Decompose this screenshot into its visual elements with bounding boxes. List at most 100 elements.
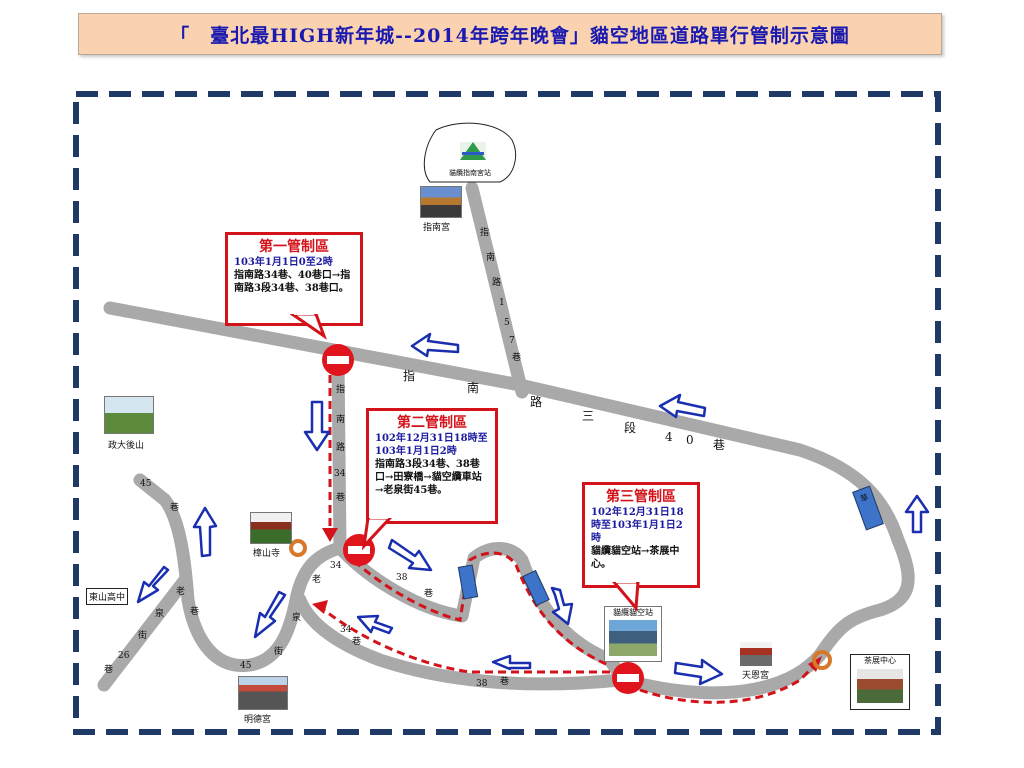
road-label-char: 5 (504, 318, 510, 328)
road-label-char: 巷 (336, 492, 345, 503)
zone-2-date: 102年12月31日18時至103年1月1日2時 (375, 433, 488, 457)
arrow-up-icon (904, 494, 930, 534)
route-zone2b (317, 603, 610, 674)
road-label-char: 指 (403, 368, 415, 383)
route-zone3 (639, 660, 820, 704)
road-zhinan34 (331, 355, 347, 555)
no-entry-icon-3 (612, 662, 644, 694)
road-label-char: 路 (492, 276, 501, 288)
road-label-char: 34 (334, 469, 346, 479)
zone-3-route: 貓纜貓空站→茶展中心。 (591, 546, 680, 570)
arrow-down-left-icon (253, 590, 287, 639)
mingde-temple-label: 明德宮 (244, 715, 272, 725)
donshan-high-label: 東山高中 (86, 588, 129, 605)
road-label-char: 巷 (190, 606, 199, 617)
zone-1-title: 第一管制區 (259, 239, 329, 255)
maokong-logo-icon (460, 142, 486, 160)
tea-center-box: 茶展中心 (850, 654, 910, 710)
road-labels-157: 指 南 路 1 5 7 巷 (480, 226, 521, 363)
zhinan-temple-photo (420, 186, 462, 218)
road-label-char: 三 (582, 409, 594, 423)
road-labels: 指 南 路 三 段 4 0 巷 (403, 368, 725, 452)
road-label-char: 巷 (512, 352, 521, 363)
bridges: 草 (457, 485, 884, 607)
zone-1-date: 103年1月1日0至2時 (234, 257, 333, 268)
road-label-char: 巷 (352, 636, 361, 647)
zone-2-tail (362, 518, 393, 550)
maokong-station2-photo (609, 620, 657, 656)
road-label-char: 巷 (104, 664, 113, 675)
control-routes (317, 362, 820, 704)
tea-center-label: 茶展中心 (864, 656, 896, 665)
arrow-left-icon (491, 654, 532, 671)
zone-1-tail (290, 314, 328, 340)
zhangshan-temple-label: 樟山寺 (253, 549, 281, 559)
road-label-char: 7 (509, 336, 515, 346)
road-label-char: 泉 (292, 611, 301, 623)
road-label-char: 38 (396, 573, 408, 583)
road-label-char: 街 (274, 645, 283, 657)
arrow-down-right-icon (387, 538, 433, 572)
road-label-char: 巷 (424, 588, 433, 599)
road-label-char: 26 (118, 651, 130, 661)
arrow-left-icon (658, 393, 707, 419)
nccu-hill-photo (104, 396, 154, 434)
road-labels-lanes: 38 巷 34 老 34 巷 38 巷 泉 街 45 巷 45 巷 老 泉 街 … (104, 479, 509, 689)
maokong-station-label: 貓纜指南宮站 (449, 168, 491, 177)
road-label-char: 段 (624, 420, 636, 435)
tea-center-photo (857, 669, 903, 703)
road-label-char: 巷 (500, 676, 509, 687)
road-label-char: 老 (312, 573, 321, 585)
road-zhinan157 (465, 181, 529, 399)
road-label-char: 38 (476, 679, 488, 689)
maokong-station2-label: 貓纜貓空站 (613, 608, 653, 617)
road-label-char: 老 (176, 585, 185, 597)
map-border (73, 91, 941, 735)
zone-3-tail (612, 582, 640, 612)
road-label-char: 街 (138, 629, 147, 641)
ring-markers (289, 539, 832, 670)
map-title: 「 臺北最HIGH新年城--2014年跨年晚會」貓空地區道路單行管制示意圖 (78, 13, 942, 55)
road-label-char: 路 (530, 394, 542, 409)
road-lane34 (293, 593, 627, 691)
arrow-down-icon (550, 586, 574, 626)
road-label-char: 指 (480, 226, 489, 238)
ring-marker-icon-1 (289, 539, 307, 557)
zone-2-title: 第二管制區 (397, 415, 467, 431)
road-laoquan45 (133, 473, 347, 673)
road-label-char: 34 (330, 561, 342, 571)
road-label-char: 0 (686, 433, 694, 447)
road-laoquan26 (97, 573, 192, 692)
zone-1-route: 指南路34巷、40巷口→指南路3段34巷、38巷口。 (234, 270, 351, 294)
zone-3-title: 第三管制區 (606, 489, 676, 505)
bridge-zhangshan2: 草 (852, 485, 884, 531)
road-label-char: 34 (340, 625, 352, 635)
road-label-char: 巷 (713, 438, 725, 452)
road-label-char: 泉 (155, 607, 164, 619)
arrow-up-icon (192, 506, 218, 558)
arrow-left-icon (410, 332, 460, 358)
zone-2-callout: 第二管制區 102年12月31日18時至103年1月1日2時 指南路3段34巷、… (366, 408, 498, 524)
maokong-station2-box: 貓纜貓空站 (604, 606, 662, 662)
road-label-char: 路 (336, 441, 345, 453)
road-label-char: 45 (140, 479, 152, 489)
zone-3-callout: 第三管制區 102年12月31日18時至103年1月1日2時 貓纜貓空站→茶展中… (582, 482, 700, 588)
zone-1-callout: 第一管制區 103年1月1日0至2時 指南路34巷、40巷口→指南路3段34巷、… (225, 232, 363, 326)
arrow-down-left-icon (136, 565, 170, 604)
road-label-char: 45 (240, 661, 252, 671)
road-label-char: 南 (467, 380, 479, 395)
mingde-temple-photo (238, 676, 288, 710)
road-label-char: 南 (486, 251, 495, 263)
road-label-char: 4 (665, 430, 673, 444)
road-label-char: 1 (499, 298, 505, 308)
direction-arrows (136, 332, 930, 686)
arrowhead-zone1 (322, 528, 338, 542)
zhinan-temple-label: 指南宮 (423, 223, 451, 233)
arrow-left-icon (356, 614, 394, 635)
ring-marker-icon-2 (812, 650, 832, 670)
arrow-right-icon (673, 658, 724, 686)
bridge-zhangshan (522, 569, 550, 607)
no-entry-signs (322, 344, 644, 694)
arrow-down-icon (303, 400, 331, 452)
